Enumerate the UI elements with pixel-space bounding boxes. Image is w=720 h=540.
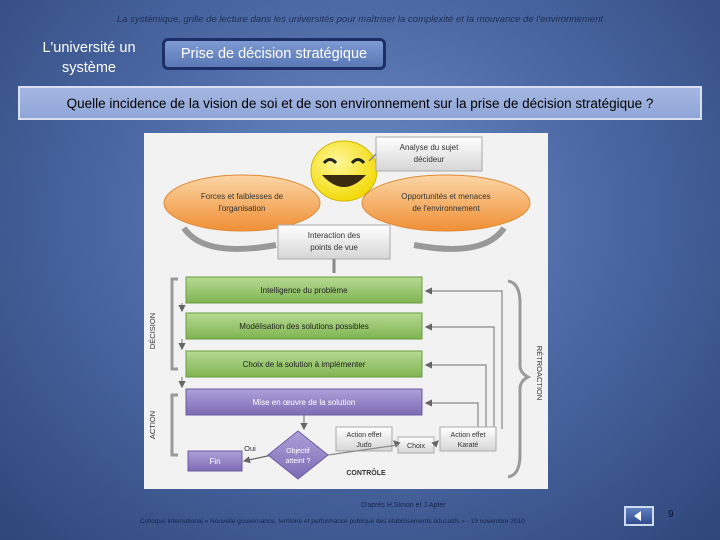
decision-side-label: DÉCISION: [148, 313, 157, 349]
interaction-line1: Interaction des: [308, 231, 360, 240]
interaction-line2: points de vue: [310, 243, 358, 252]
retro-arrow-3: [424, 361, 487, 429]
analyse-line1: Analyse du sujet: [400, 143, 459, 152]
university-label: L'université un système: [28, 38, 150, 78]
page-number: 9: [668, 509, 674, 520]
opportunites-curve-arrow: [413, 226, 507, 252]
objectif-line1: Objectif: [286, 448, 310, 455]
back-arrow-icon: [634, 511, 641, 521]
opportunites-oval: Opportunités et menaces de l'environneme…: [361, 174, 531, 232]
objectif-choix-line: [327, 444, 399, 456]
step-choix: Choix de la solution à implémenter: [185, 350, 423, 378]
step-modelisation-label: Modélisation des solutions possibles: [239, 322, 368, 331]
oui-arrow: [242, 454, 273, 464]
step-choix-label: Choix de la solution à implémenter: [243, 360, 366, 369]
retro-arrow-1: [424, 287, 503, 429]
back-nav-button[interactable]: [624, 506, 654, 526]
step-mise-label: Mise en œuvre de la solution: [253, 398, 356, 407]
controle-label: CONTRÔLE: [346, 468, 386, 477]
analyse-box: Analyse du sujet décideur: [375, 136, 483, 172]
judo-line2: Judo: [356, 442, 371, 449]
diagram-svg: Analyse du sujet décideur Forces et faib…: [148, 136, 544, 480]
karate-box: Action effet Karaté: [439, 426, 497, 452]
karate-line1: Action effet: [451, 432, 486, 439]
retro-arrow-2: [424, 323, 495, 429]
step-mise-en-oeuvre: Mise en œuvre de la solution: [185, 388, 423, 416]
retroaction-brace: [507, 279, 532, 479]
header-caption: La systémique, grille de lecture dans le…: [116, 14, 604, 25]
strategic-decision-button[interactable]: Prise de décision stratégique: [162, 38, 386, 70]
fin-label: Fin: [209, 457, 220, 466]
karate-line2: Karaté: [458, 442, 479, 449]
forces-oval: Forces et faiblesses de l'organisation: [163, 174, 321, 232]
opportunites-line2: de l'environnement: [412, 204, 480, 213]
oui-label: Oui: [244, 444, 256, 453]
smiley-icon: [310, 140, 378, 202]
forces-curve-arrow: [181, 226, 277, 252]
opportunites-line1: Opportunités et menaces: [401, 192, 490, 201]
university-label-line2: système: [62, 60, 116, 76]
choix-label: Choix: [407, 443, 425, 450]
analyse-connector: [368, 153, 377, 162]
retro-arrow-4: [424, 399, 479, 429]
forces-line2: l'organisation: [219, 204, 266, 213]
choix-judo-arrow: [393, 440, 401, 448]
step-modelisation: Modélisation des solutions possibles: [185, 312, 423, 340]
retroaction-side-label: RÉTROACTION: [535, 346, 544, 401]
question-banner: Quelle incidence de la vision de soi et …: [18, 86, 702, 120]
action-side-label: ACTION: [148, 411, 157, 439]
objectif-diamond: Objectif atteint ?: [267, 430, 329, 480]
analyse-line2: décideur: [414, 155, 445, 164]
decision-bracket: [170, 277, 178, 371]
decision-diagram: Analyse du sujet décideur Forces et faib…: [144, 133, 548, 489]
judo-line1: Action effet: [347, 432, 382, 439]
forces-line1: Forces et faiblesses de: [201, 192, 284, 201]
step-intelligence: Intelligence du problème: [185, 276, 423, 304]
choix-karate-arrow: [431, 440, 439, 448]
action-bracket: [170, 393, 178, 457]
fin-box: Fin: [187, 450, 243, 472]
footer-caption: Colloque international « Nouvelle gouver…: [140, 518, 525, 525]
university-label-line1: L'université un: [42, 40, 136, 56]
interaction-box: Interaction des points de vue: [277, 224, 391, 260]
source-credit: D'après H.Simon et J.Apter: [361, 502, 446, 509]
choix-box: Choix: [397, 436, 435, 454]
objectif-line2: atteint ?: [286, 458, 311, 465]
step-intelligence-label: Intelligence du problème: [260, 286, 348, 295]
